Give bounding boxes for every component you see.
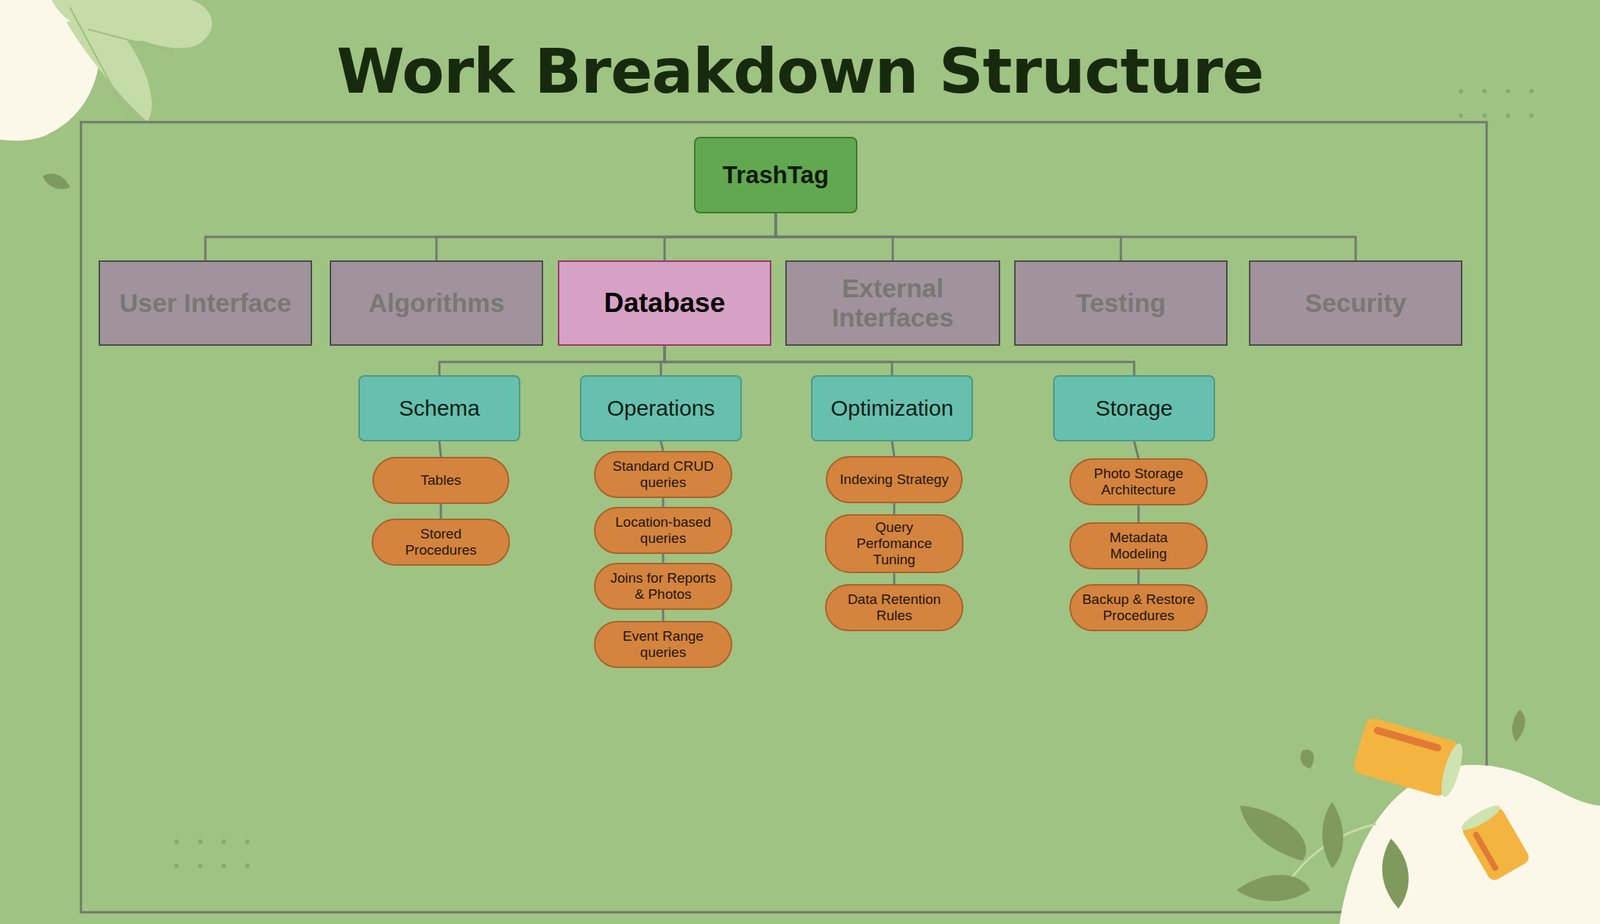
- tree-connector: [660, 441, 664, 452]
- tree-connector: [205, 213, 776, 261]
- task-pill: Metadata Modeling: [1069, 522, 1208, 570]
- node-label: Tables: [420, 472, 462, 489]
- category-box: User Interface: [98, 260, 313, 346]
- tree-connector: [1137, 505, 1141, 523]
- node-label: Backup & Restore Procedures: [1081, 591, 1196, 625]
- tree-connector: [891, 441, 895, 457]
- tree-connector: [664, 345, 892, 376]
- tree-connector: [775, 213, 1356, 261]
- node-label: External Interfaces: [798, 273, 987, 334]
- node-label: Testing: [1075, 288, 1166, 318]
- category-box-selected: Database: [557, 260, 772, 346]
- node-label: Schema: [398, 395, 480, 422]
- can-decoration: [1236, 710, 1600, 924]
- node-label: Data Retention Rules: [836, 591, 952, 625]
- task-pill: Photo Storage Architecture: [1069, 458, 1208, 506]
- task-pill: Query Perfomance Tuning: [825, 514, 964, 574]
- task-pill: Joins for Reports & Photos: [593, 563, 733, 611]
- task-pill: Tables: [372, 457, 510, 505]
- node-label: User Interface: [119, 288, 291, 318]
- leaf-decoration: [0, 0, 212, 190]
- tree-connector: [1137, 569, 1141, 585]
- node-label: Standard CRUD queries: [605, 458, 721, 491]
- node-label: Indexing Strategy: [839, 471, 949, 488]
- task-pill: Backup & Restore Procedures: [1069, 584, 1208, 632]
- tree-connector: [662, 498, 665, 508]
- subcategory-box: Operations: [579, 375, 742, 442]
- task-pill: Event Range queries: [593, 621, 733, 669]
- subcategory-box: Schema: [358, 375, 521, 442]
- subcategory-box: Storage: [1053, 375, 1216, 442]
- tree-connector: [664, 213, 776, 261]
- task-pill: Data Retention Rules: [825, 584, 964, 632]
- node-label: TrashTag: [722, 161, 829, 190]
- node-label: Security: [1304, 288, 1407, 318]
- task-pill: Stored Procedures: [371, 518, 511, 566]
- tree-connector: [440, 504, 443, 519]
- task-pill: Indexing Strategy: [825, 456, 963, 504]
- tree-connector: [662, 610, 665, 622]
- tree-connector: [439, 441, 441, 458]
- category-box: Testing: [1014, 260, 1228, 346]
- node-label: Metadata Modeling: [1081, 529, 1196, 563]
- tree-connector: [662, 554, 665, 564]
- node-label: Stored Procedures: [383, 526, 499, 559]
- tree-connector: [436, 213, 776, 261]
- category-box: External Interfaces: [785, 260, 1001, 346]
- outer-frame: [80, 122, 1487, 913]
- diagram-title: Work Breakdown Structure: [0, 35, 1600, 108]
- subcategory-box: Optimization: [811, 375, 973, 442]
- task-pill: Location-based queries: [593, 507, 733, 555]
- tree-connector: [439, 345, 665, 376]
- node-label: Location-based queries: [605, 514, 721, 547]
- node-label: Query Perfomance Tuning: [836, 519, 952, 569]
- tree-connector: [1134, 441, 1139, 459]
- dot-grid: [174, 89, 1534, 869]
- node-label: Optimization: [830, 395, 954, 422]
- node-label: Joins for Reports & Photos: [605, 570, 721, 603]
- node-label: Storage: [1095, 395, 1173, 422]
- node-label: Database: [604, 287, 726, 320]
- node-label: Operations: [607, 395, 716, 422]
- node-label: Event Range queries: [605, 628, 721, 661]
- task-pill: Standard CRUD queries: [593, 451, 733, 499]
- tree-connector: [893, 503, 896, 515]
- tree-connector: [664, 345, 1135, 376]
- tree-connector: [893, 573, 896, 585]
- root-box: TrashTag: [694, 136, 858, 214]
- node-label: Algorithms: [368, 288, 505, 318]
- node-label: Photo Storage Architecture: [1081, 465, 1196, 499]
- category-box: Security: [1248, 260, 1463, 346]
- category-box: Algorithms: [329, 260, 544, 346]
